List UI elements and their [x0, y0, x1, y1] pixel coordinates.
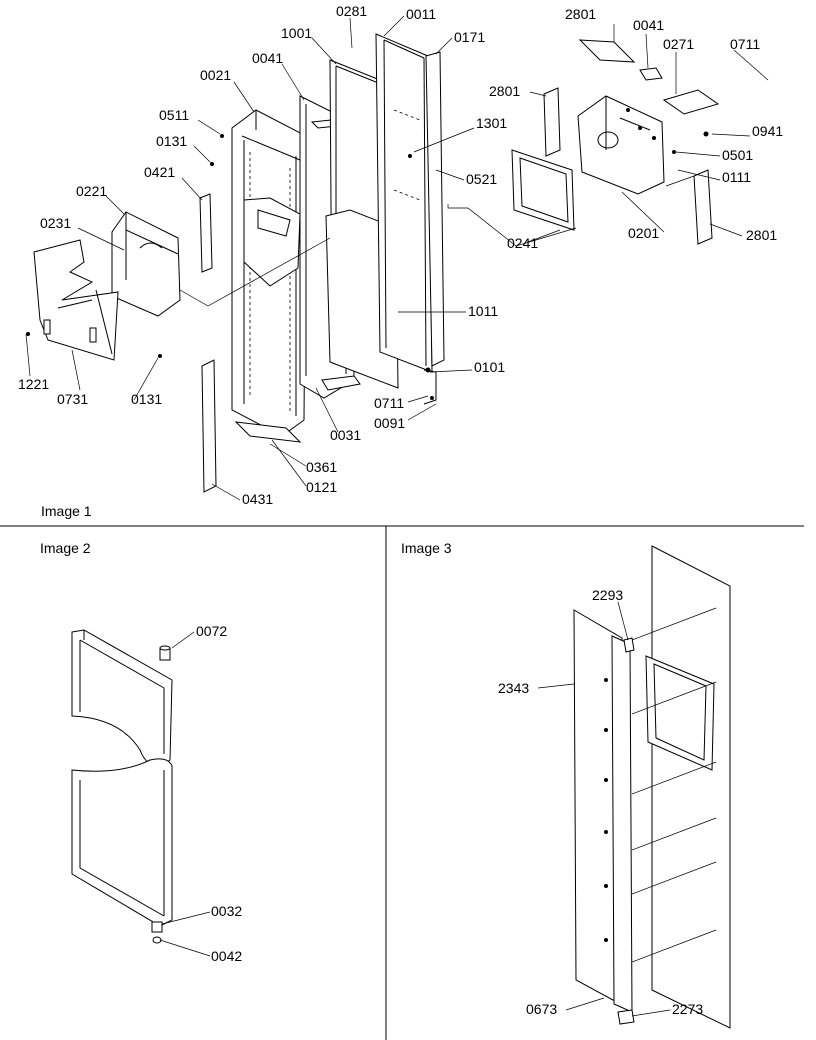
- callout: 0731: [57, 391, 88, 407]
- callout: 0521: [466, 171, 497, 187]
- callout: 0111: [722, 169, 751, 185]
- callout: 0072: [196, 623, 227, 639]
- callout: 2801: [746, 227, 777, 243]
- callout: 2273: [672, 1001, 703, 1017]
- callout: 0021: [200, 67, 231, 83]
- callout: 0431: [242, 491, 273, 507]
- callout: 1301: [476, 115, 507, 131]
- image1-drawing: [26, 33, 720, 493]
- callout: 0011: [406, 6, 436, 22]
- callout: 1001: [281, 25, 312, 41]
- callout: 2801: [489, 83, 520, 99]
- callout: 0673: [526, 1001, 557, 1017]
- image1-callouts: 0281 0011 0171 2801 0041 0271 0711 1001 …: [18, 3, 783, 507]
- callout: 0131: [131, 391, 162, 407]
- callout: 0271: [663, 36, 694, 52]
- callout: 0101: [474, 359, 505, 375]
- callout: 0361: [306, 459, 337, 475]
- image2-drawing: [71, 629, 173, 944]
- callout: 0091: [374, 415, 405, 431]
- image1-leaders: [25, 15, 769, 501]
- callout: 0041: [633, 17, 664, 33]
- callout: 0042: [211, 948, 242, 964]
- callout: 0501: [722, 147, 753, 163]
- callout: 0511: [159, 107, 189, 123]
- callout: 0032: [211, 903, 242, 919]
- callout: 1221: [18, 376, 49, 392]
- callout: 0711: [730, 36, 760, 52]
- callout: 0171: [454, 29, 485, 45]
- panel-caption-image1: Image 1: [41, 503, 92, 519]
- image3-leaders: [537, 601, 671, 1017]
- callout: 0121: [306, 479, 337, 495]
- callout: 0221: [76, 183, 107, 199]
- panel-caption-image2: Image 2: [40, 540, 91, 556]
- image3-drawing: [573, 545, 731, 1029]
- callout: 0131: [156, 133, 187, 149]
- callout: 0421: [144, 164, 175, 180]
- panel-caption-image3: Image 3: [401, 540, 452, 556]
- callout: 0281: [336, 3, 367, 19]
- callout: 0711: [374, 395, 404, 411]
- callout: 2343: [498, 680, 529, 696]
- image3-callouts: 2293 2343 0673 2273: [498, 587, 703, 1017]
- callout: 0941: [752, 123, 783, 139]
- image2-leaders: [159, 631, 211, 957]
- callout: 0031: [330, 427, 361, 443]
- callout: 0041: [252, 50, 283, 66]
- callout: 2293: [592, 587, 623, 603]
- callout: 1011: [468, 303, 498, 319]
- callout: 0201: [628, 225, 659, 241]
- image2-callouts: 0072 0032 0042: [196, 623, 242, 964]
- callout: 0241: [507, 235, 538, 251]
- callout: 0231: [40, 215, 71, 231]
- callout: 2801: [565, 6, 596, 22]
